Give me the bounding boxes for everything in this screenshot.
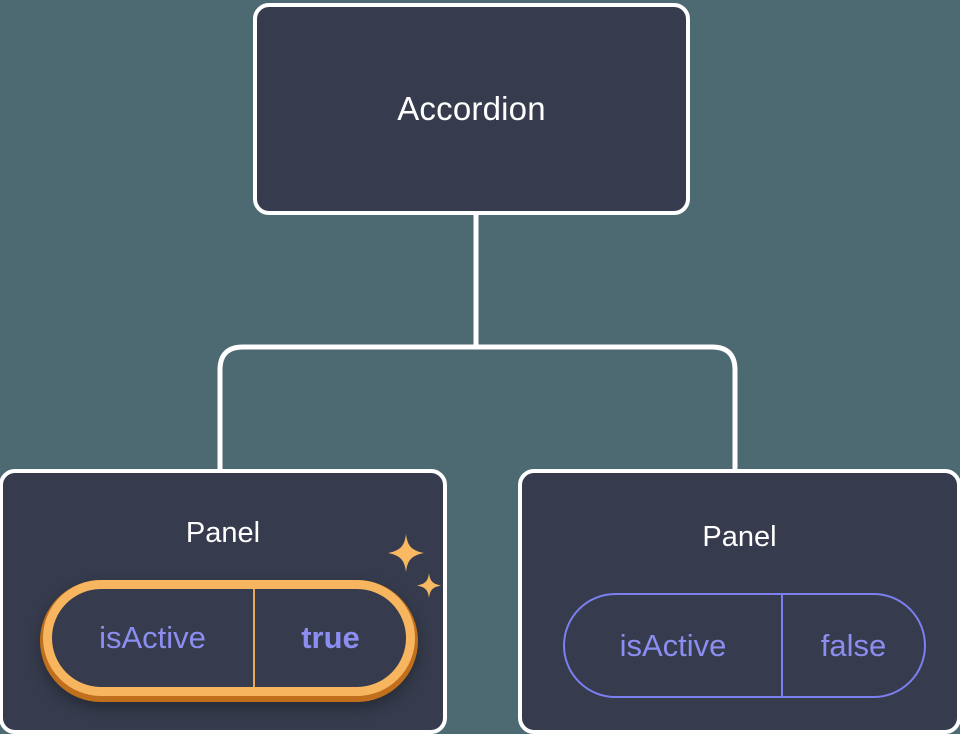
connector-child-bus [217,344,738,470]
node-accordion[interactable]: Accordion [253,3,690,215]
prop-pill-inactive[interactable]: isActive false [563,593,926,698]
prop-key-isactive-inactive: isActive [619,627,727,663]
prop-key-isactive-active: isActive [99,620,206,655]
node-panel-active-label: Panel [185,517,261,549]
prop-value-isactive-inactive: false [781,595,924,696]
prop-pill-active[interactable]: isActive true [40,580,418,702]
prop-value-isactive-active: true [253,589,406,687]
node-accordion-label: Accordion [397,90,546,127]
node-panel-inactive[interactable]: Panel isActive false [518,469,960,734]
prop-pill-active-body: isActive true [43,580,415,696]
node-panel-active[interactable]: Panel isActive true [0,469,447,734]
node-panel-inactive-label: Panel [702,521,777,553]
